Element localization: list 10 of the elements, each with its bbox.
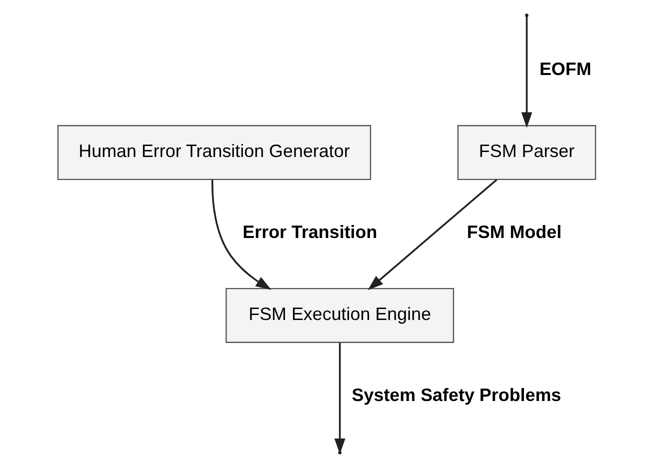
edge-label: FSM Model (466, 222, 562, 242)
node-box: Human Error Transition Generator (56, 125, 371, 180)
edge-label: Error Transition (242, 222, 377, 242)
arrow (520, 16, 532, 128)
node-box: FSM Execution Engine (225, 288, 454, 343)
node-box: FSM Parser (456, 125, 596, 180)
arrow (210, 180, 271, 290)
arrow (367, 179, 497, 290)
edge-label: EOFM (538, 58, 591, 79)
edge-label: System Safety Problems (351, 384, 561, 405)
